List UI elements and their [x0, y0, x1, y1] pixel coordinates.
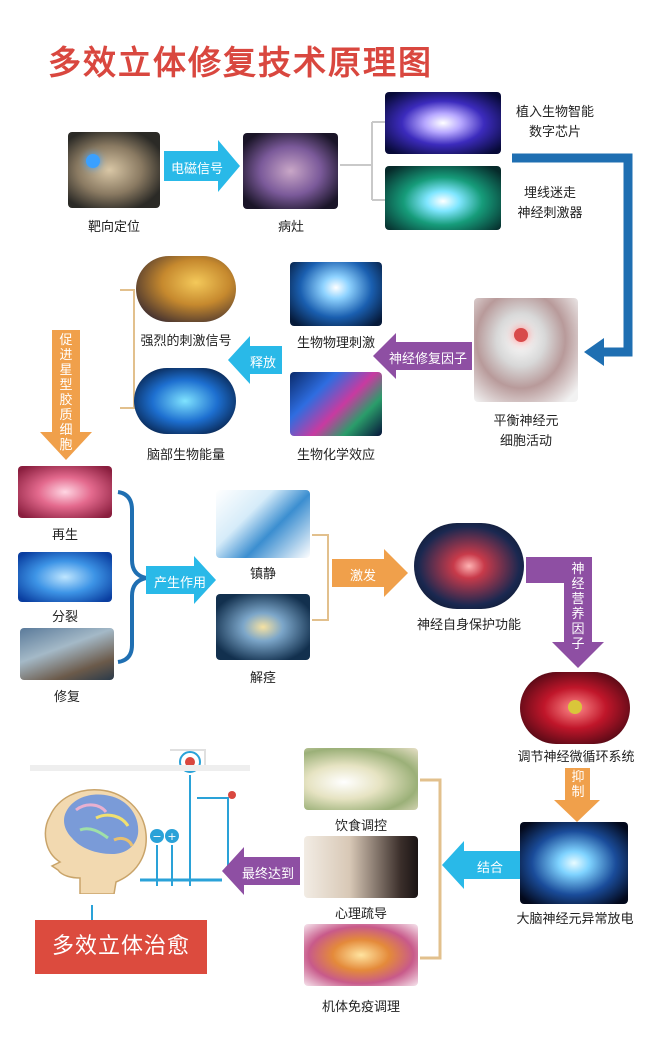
neuron-image: [474, 298, 578, 402]
arrow-label-produce: 产生作用: [153, 576, 206, 591]
connector-lesion-chips: [340, 121, 385, 201]
arrow-combine: [442, 841, 520, 889]
node-split: 分裂: [51, 610, 78, 625]
lesion-brain-image: [243, 133, 338, 209]
node-lesion: 病灶: [277, 220, 304, 235]
connector-tan-left: [120, 289, 135, 409]
connector-blue-l: [512, 153, 633, 357]
blue-arrowhead: [584, 338, 604, 366]
node-sedate: 镇静: [249, 567, 276, 582]
physical-image: [290, 262, 382, 326]
strong-signal-image: [136, 256, 236, 322]
immune-image: [304, 924, 418, 986]
arrow-label-combine: 结合: [476, 861, 503, 876]
arrow-label-reach: 最终达到: [241, 867, 294, 882]
arrow-reach: [222, 847, 300, 895]
node-chip: 植入生物智能 数字芯片: [515, 105, 594, 140]
final-result-box: 多效立体治愈: [35, 920, 207, 974]
protect-network-image: [414, 523, 524, 609]
sedate-dna-image: [216, 490, 310, 558]
chip-image: [385, 92, 501, 154]
arrow-em-signal: [164, 140, 240, 192]
arrow-inhibit: [554, 768, 600, 822]
arrow-label-nutrition: 神经营养因子: [571, 562, 585, 652]
arrow-label-release: 释放: [249, 356, 276, 371]
brain-mri-image: [68, 132, 160, 208]
discharge-brain-image: [520, 822, 628, 904]
node-physical: 生物物理刺激: [296, 336, 375, 351]
page-title: 多效立体修复技术原理图: [48, 43, 433, 82]
arrow-label-trigger: 激发: [349, 569, 376, 584]
node-micro: 调节神经微循环系统: [517, 750, 635, 765]
node-strong: 强烈的刺激信号: [140, 334, 232, 349]
diet-image: [304, 748, 418, 810]
spasm-image: [216, 594, 310, 660]
svg-text:−: −: [152, 830, 161, 843]
chemical-image: [290, 372, 382, 436]
node-repair: 修复: [53, 690, 80, 705]
node-stimulator: 埋线迷走 神经刺激器: [517, 186, 583, 221]
arrow-label-em-signal: 电磁信号: [170, 162, 223, 177]
node-balance: 平衡神经元 细胞活动: [493, 414, 559, 449]
node-energy: 脑部生物能量: [146, 448, 225, 463]
node-diet: 饮食调控: [334, 819, 387, 834]
energy-brain-image: [134, 368, 236, 434]
arrow-astro: [40, 330, 92, 460]
microcirculation-image: [520, 672, 630, 744]
node-spasm: 解痉: [249, 671, 276, 686]
split-image: [18, 552, 112, 602]
arrow-repair-factor: [373, 333, 472, 379]
node-psych: 心理疏导: [334, 907, 387, 922]
arrow-produce: [146, 556, 216, 604]
svg-text:+: +: [167, 830, 176, 843]
node-chemical: 生物化学效应: [296, 448, 375, 463]
arrow-release: [228, 336, 282, 384]
arrow-label-astro: 促进星型胶质细胞: [59, 333, 73, 453]
connector-brace: [117, 490, 147, 664]
regen-image: [18, 466, 112, 518]
connector-tan-mid: [312, 534, 329, 621]
head-brain-illustration: [44, 789, 147, 894]
node-protect: 神经自身保护功能: [416, 618, 521, 633]
arrow-nutrition: [526, 557, 604, 668]
arrow-trigger: [332, 549, 408, 597]
node-immune: 机体免疫调理: [321, 1000, 400, 1015]
arrow-label-repair-factor: 神经修复因子: [388, 352, 467, 367]
repair-image: [20, 628, 114, 680]
arrow-label-inhibit: 抑制: [571, 770, 585, 800]
psych-image: [304, 836, 418, 898]
connector-tan-bottom: [420, 778, 442, 960]
stimulator-image: [385, 166, 501, 230]
node-discharge: 大脑神经元异常放电: [516, 912, 634, 927]
node-regen: 再生: [51, 528, 78, 543]
node-target: 靶向定位: [87, 220, 140, 235]
